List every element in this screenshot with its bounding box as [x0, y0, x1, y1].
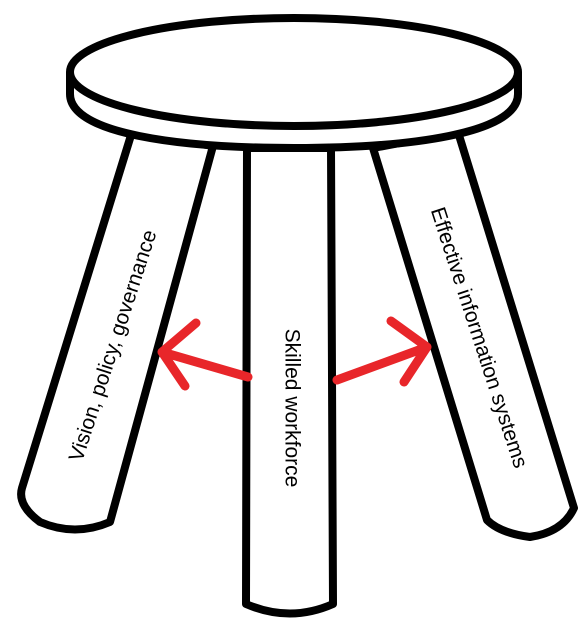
leg-left-shape	[17, 128, 217, 534]
leg-center-shape	[242, 144, 337, 618]
leg-center: Skilled workforce	[242, 144, 337, 618]
leg-center-label: Skilled workforce	[280, 329, 303, 488]
arrow-left	[157, 318, 253, 391]
arrows	[157, 316, 432, 391]
seat-top	[66, 14, 522, 130]
stool-seat	[66, 14, 522, 152]
leg-right-shape	[369, 128, 578, 541]
arrow-right	[332, 316, 432, 387]
